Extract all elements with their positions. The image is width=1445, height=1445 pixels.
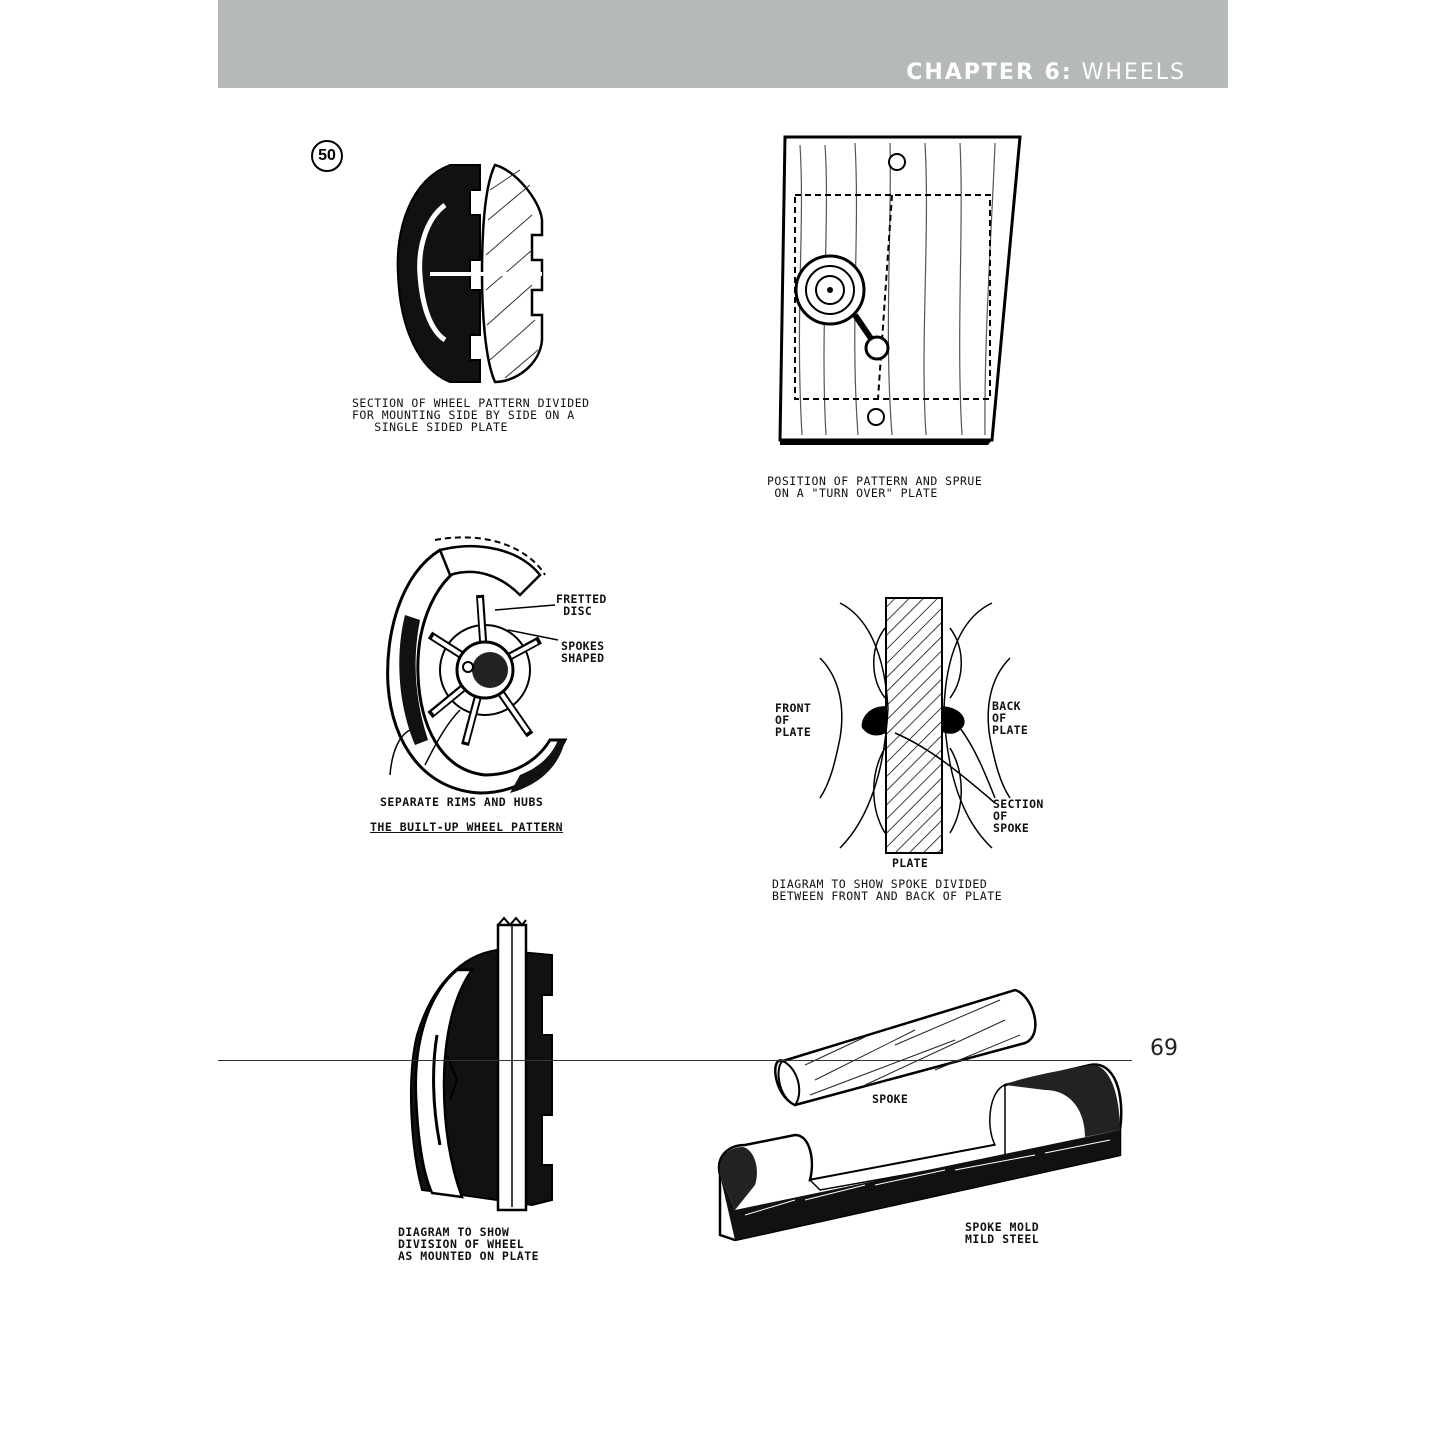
spoke-mold-caption: SPOKE MOLD MILD STEEL <box>965 1220 1040 1246</box>
chapter-title: WHEELS <box>1081 60 1186 85</box>
mold-part <box>717 1063 1123 1242</box>
back-of-plate-label: BACK OF PLATE <box>992 699 1029 737</box>
built-up-wheel-title: THE BUILT-UP WHEEL PATTERN <box>370 820 564 834</box>
fretted-disc-label: FRETTED DISC <box>556 592 607 618</box>
wheel-division-caption: DIAGRAM TO SHOW DIVISION OF WHEEL AS MOU… <box>398 1225 540 1263</box>
separate-rims-caption: SEPARATE RIMS AND HUBS <box>380 795 544 809</box>
wheel-division-illustration <box>410 916 553 1212</box>
turnover-plate-caption: POSITION OF PATTERN AND SPRUE ON A "TURN… <box>767 474 983 500</box>
page-number: 69 <box>1150 1036 1178 1061</box>
spoke-part <box>774 988 1037 1107</box>
plate-label: PLATE <box>892 856 929 870</box>
turnover-plate-illustration <box>778 135 1022 445</box>
wheel-section-illustration <box>396 163 544 384</box>
section-of-spoke-label: SECTION OF SPOKE <box>993 797 1044 835</box>
spoke-divided-diagram <box>819 597 1011 854</box>
chapter-label: CHAPTER 6: <box>906 60 1073 85</box>
built-up-wheel-illustration <box>386 536 568 795</box>
footer-rule <box>218 1060 1132 1061</box>
front-of-plate-label: FRONT OF PLATE <box>775 701 812 739</box>
spoke-label: SPOKE <box>872 1092 909 1106</box>
wheel-section-caption: SECTION OF WHEEL PATTERN DIVIDED FOR MOU… <box>352 396 590 434</box>
spoke-mold-illustration <box>717 988 1123 1242</box>
spokes-shaped-label: SPOKES SHAPED <box>561 639 605 665</box>
chapter-heading: CHAPTER 6: WHEELS <box>906 60 1186 85</box>
spoke-diagram-caption: DIAGRAM TO SHOW SPOKE DIVIDED BETWEEN FR… <box>772 877 1003 903</box>
figure-number-badge: 50 <box>311 140 343 172</box>
chapter-header-band: CHAPTER 6: WHEELS <box>218 0 1228 88</box>
